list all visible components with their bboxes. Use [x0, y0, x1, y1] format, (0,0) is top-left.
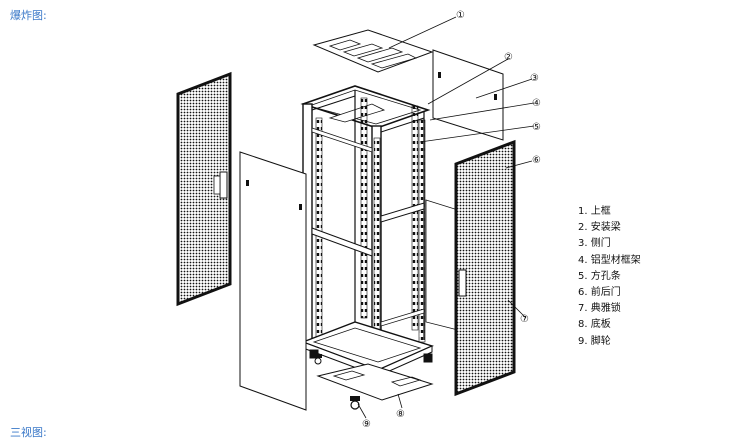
callout-7: ⑦: [520, 314, 529, 325]
callout-5: ⑤: [532, 122, 541, 133]
three-views-heading: 三视图:: [10, 426, 47, 439]
legend-item: 3. 侧门: [578, 238, 611, 250]
callout-2: ②: [504, 52, 513, 63]
bottom-plate: [316, 363, 434, 401]
legend-item: 4. 铝型材框架: [578, 254, 641, 266]
side-door-upper: [432, 49, 504, 141]
callout-3: ③: [530, 73, 539, 84]
side-door-right: [425, 199, 459, 331]
front-door: [176, 71, 232, 307]
callout-9: ⑨: [362, 419, 371, 430]
legend-item: 7. 典雅锁: [578, 303, 621, 315]
leader-lines: [357, 16, 535, 419]
rear-door: [454, 139, 516, 397]
callout-6: ⑥: [532, 155, 541, 166]
cabinet-frame: [300, 85, 434, 387]
legend-item: 1. 上框: [578, 206, 611, 217]
caster-exploded: [314, 354, 360, 410]
parts-legend: 1. 上框 2. 安装梁 3. 侧门 4. 铝型材框架 5. 方孔条 6. 前后…: [578, 204, 641, 350]
top-cover: [312, 29, 434, 73]
side-door-left: [239, 151, 307, 411]
legend-item: 8. 底板: [578, 319, 611, 331]
callout-8: ⑧: [396, 409, 405, 420]
legend-item: 6. 前后门: [578, 287, 621, 299]
callout-1: ①: [456, 10, 465, 21]
legend-item: 2. 安装梁: [578, 222, 621, 234]
callout-4: ④: [532, 98, 541, 109]
legend-item: 9. 脚轮: [578, 335, 611, 347]
exploded-view-heading: 爆炸图:: [10, 9, 47, 22]
legend-item: 5. 方孔条: [578, 270, 621, 282]
